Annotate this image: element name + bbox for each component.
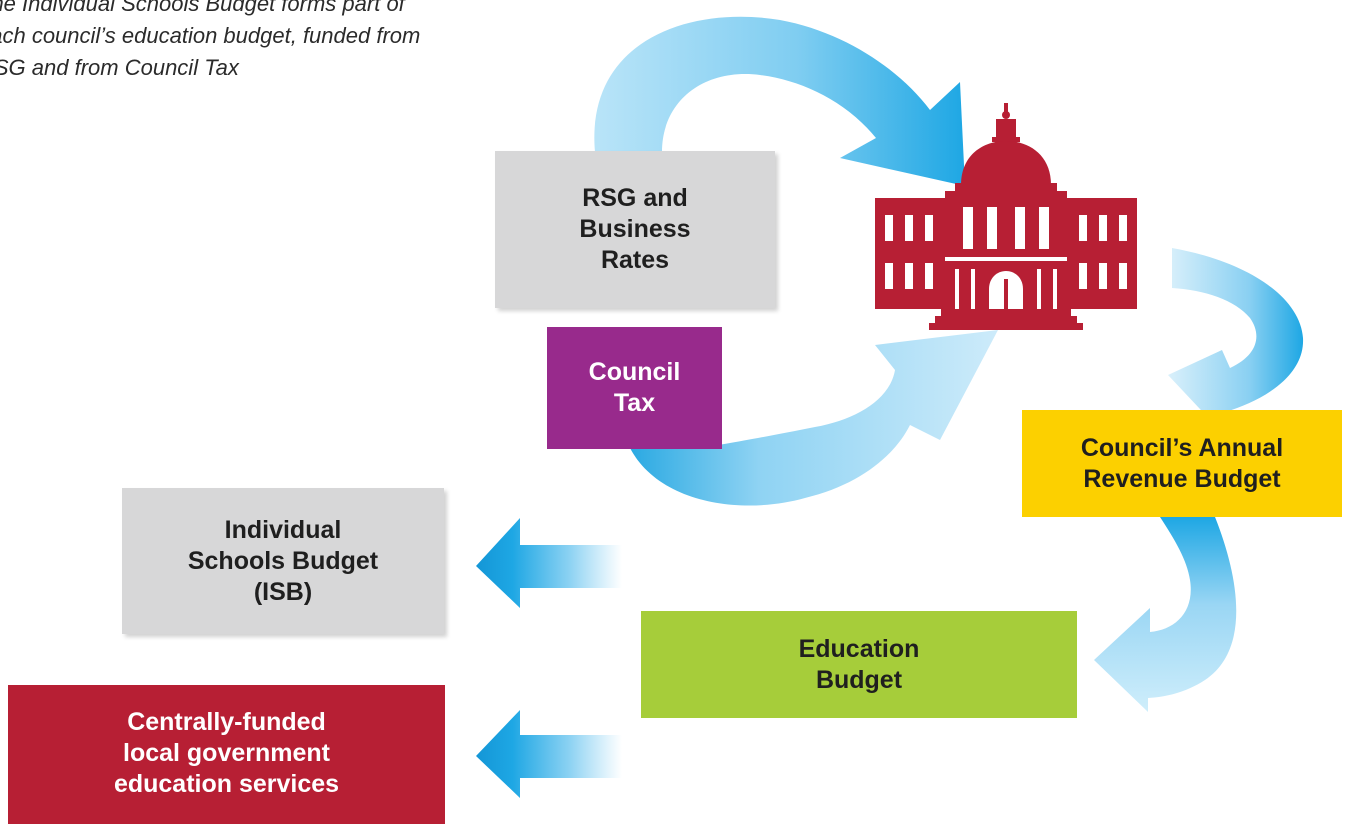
town-hall-icon [875,103,1137,330]
individual-schools-budget-box: Individual Schools Budget (ISB) [122,488,444,634]
arrow-education-to-central [476,710,622,798]
box-label: Schools Budget [187,546,379,575]
arrow-tax-to-council [630,330,998,506]
arrow-education-to-isb [476,518,622,608]
box-label: Centrally-funded [127,707,326,736]
box-label: local government [123,738,330,767]
box-label: (ISB) [253,577,313,606]
arrow-council-to-annual [1168,248,1304,425]
central-services-box: Centrally-funded local government educat… [8,685,445,824]
caption-line: RSG and from Council Tax [0,55,239,80]
box-label: Rates [600,246,670,274]
box-label: RSG and [582,184,688,212]
caption-line: The Individual Schools Budget forms part… [0,0,405,16]
education-budget-box: Education Budget [641,611,1077,718]
arrow-annual-to-education [1094,517,1237,712]
box-label: Council’s Annual [1080,433,1284,462]
box-label: education services [113,769,340,798]
arrow-rsg-to-council [594,16,965,186]
rsg-business-rates-box: RSG and Business Rates [495,151,775,308]
council-tax-box: Council Tax [547,327,722,449]
box-label: Education [798,634,920,663]
box-label: Revenue Budget [1083,464,1281,493]
caption-line: each council’s education budget, funded … [0,23,421,48]
diagram-caption: The Individual Schools Budget forms part… [0,0,558,84]
box-label: Business [579,215,691,243]
box-label: Council [588,358,681,386]
box-label: Budget [815,665,903,694]
annual-revenue-budget-box: Council’s Annual Revenue Budget [1022,410,1342,517]
box-label: Individual [224,515,342,544]
box-label: Tax [613,389,656,417]
